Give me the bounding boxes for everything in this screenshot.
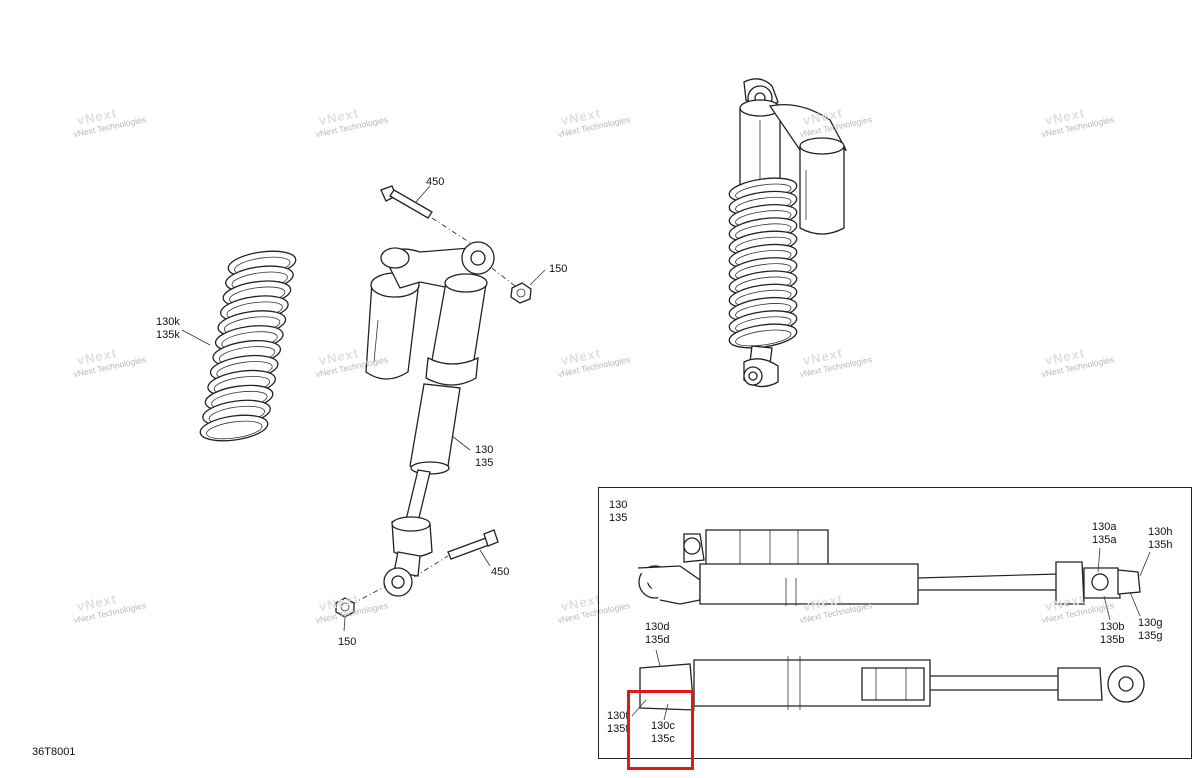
label-135c[interactable]: 135c bbox=[651, 733, 675, 745]
label-130g[interactable]: 130g bbox=[1138, 617, 1163, 629]
label-130d[interactable]: 130d bbox=[645, 621, 670, 633]
detail-inset bbox=[598, 487, 1192, 759]
label-135a[interactable]: 135a bbox=[1092, 534, 1117, 546]
label-135g[interactable]: 135g bbox=[1138, 630, 1163, 642]
label-130b[interactable]: 130b bbox=[1100, 621, 1125, 633]
inset-shock-view-top bbox=[637, 529, 1151, 621]
label-shock-130[interactable]: 130 bbox=[475, 444, 494, 456]
label-135d[interactable]: 135d bbox=[645, 634, 670, 646]
axis-top-bolt bbox=[431, 217, 479, 249]
bottom-nut bbox=[335, 597, 355, 632]
inset-title-135: 135 bbox=[609, 512, 628, 524]
top-bolt bbox=[380, 185, 433, 219]
label-130h[interactable]: 130h bbox=[1148, 526, 1173, 538]
axis-bottom-nut bbox=[351, 585, 387, 605]
label-130c[interactable]: 130c bbox=[651, 720, 675, 732]
highlight-box bbox=[627, 690, 694, 770]
label-shock-135[interactable]: 135 bbox=[475, 457, 494, 469]
label-130a[interactable]: 130a bbox=[1092, 521, 1117, 533]
top-nut bbox=[510, 269, 546, 304]
label-135h[interactable]: 135h bbox=[1148, 539, 1173, 551]
leader-spring bbox=[181, 329, 211, 346]
label-bolt-bottom[interactable]: 450 bbox=[491, 566, 510, 578]
label-spring-135k[interactable]: 135k bbox=[156, 329, 180, 341]
shock-exploded bbox=[365, 241, 495, 597]
inset-shock-view-bottom bbox=[631, 649, 1145, 721]
label-135f[interactable]: 135f bbox=[607, 723, 629, 735]
label-bolt-top[interactable]: 450 bbox=[426, 176, 445, 188]
label-spring-130k[interactable]: 130k bbox=[156, 316, 180, 328]
label-nut-bottom[interactable]: 150 bbox=[338, 636, 357, 648]
bottom-bolt bbox=[447, 529, 499, 567]
shock-assembled bbox=[728, 78, 848, 388]
coil-spring bbox=[199, 250, 297, 442]
label-135b[interactable]: 135b bbox=[1100, 634, 1125, 646]
label-130f[interactable]: 130f bbox=[607, 710, 629, 722]
document-code: 36T8001 bbox=[32, 746, 76, 758]
label-nut-top[interactable]: 150 bbox=[549, 263, 568, 275]
inset-title-130: 130 bbox=[609, 499, 628, 511]
